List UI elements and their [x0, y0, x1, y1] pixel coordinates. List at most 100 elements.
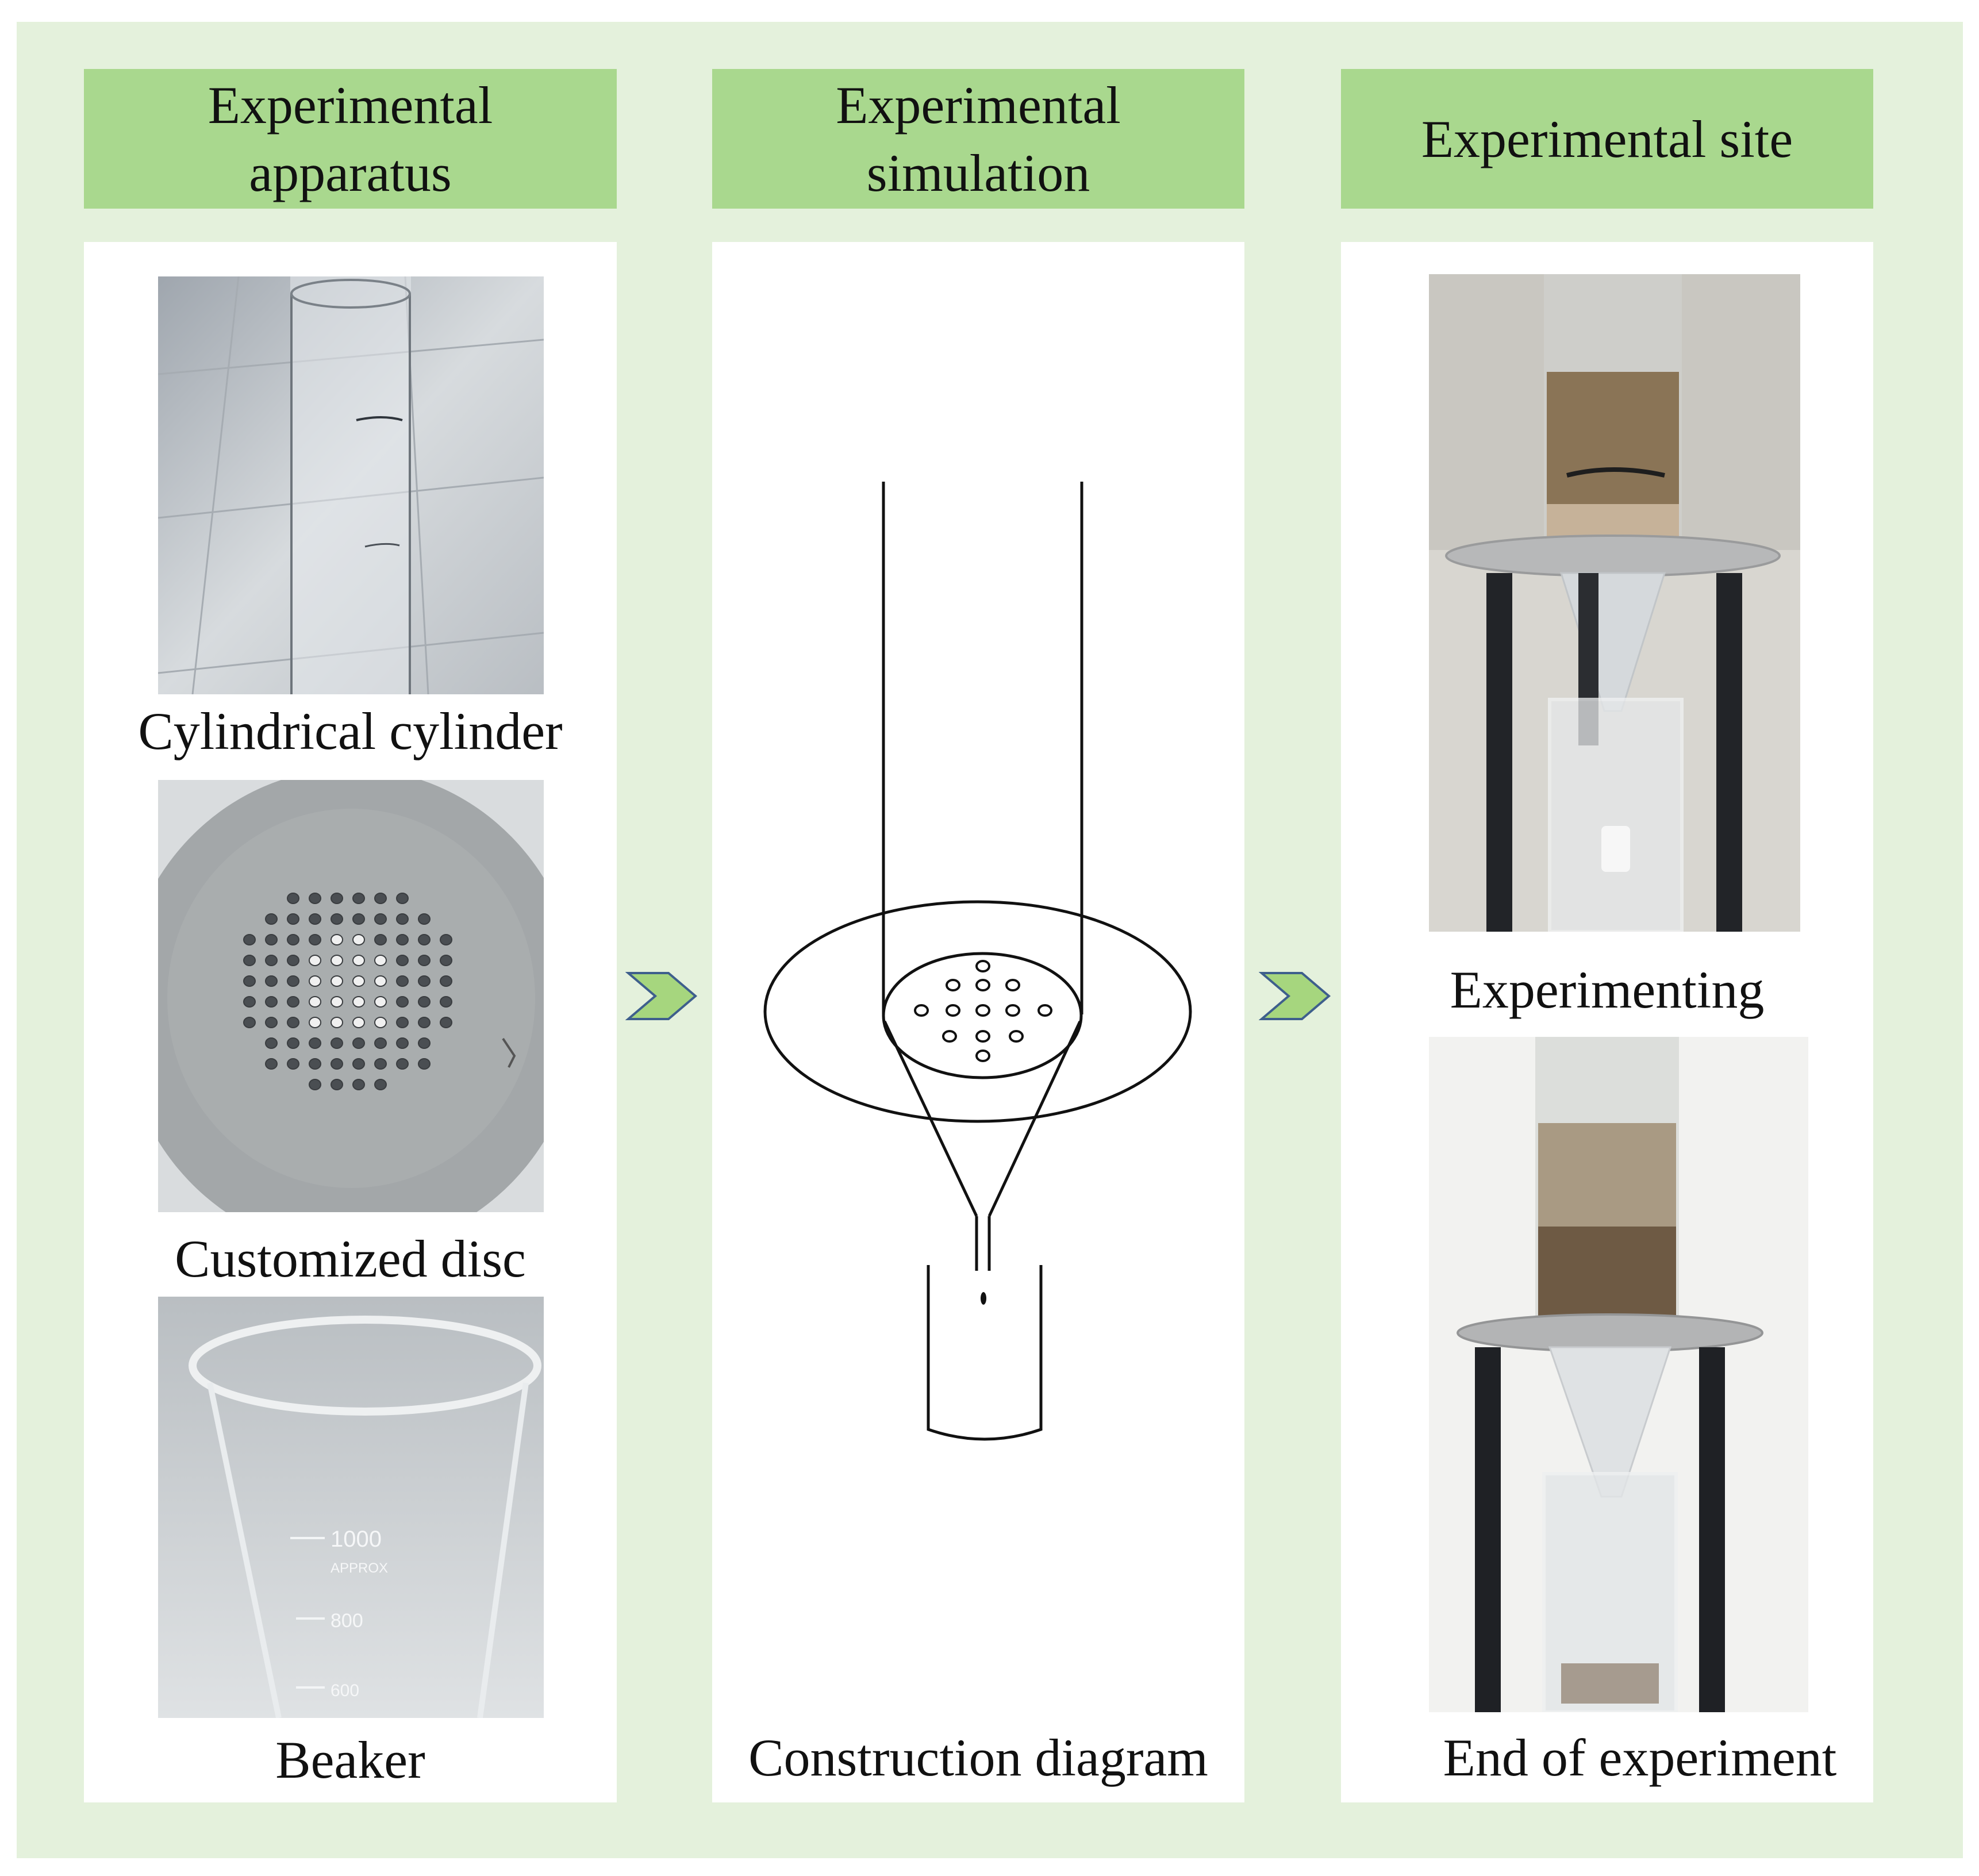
disc-hole — [287, 893, 299, 904]
disc-hole — [396, 913, 409, 925]
label-disc: Customized disc — [175, 1229, 526, 1288]
beaker-mark-600: 600 — [331, 1681, 359, 1700]
disc-hole — [374, 913, 387, 925]
disc-hole — [287, 913, 299, 925]
disc-hole — [440, 934, 452, 945]
disc-hole — [352, 1017, 365, 1028]
disc-hole — [265, 955, 278, 966]
beaker-mark-800: 800 — [331, 1610, 363, 1632]
diagram-hole — [975, 1030, 990, 1043]
disc-hole — [287, 1058, 299, 1070]
disc-hole — [331, 893, 343, 904]
disc-hole — [374, 1079, 387, 1090]
header-apparatus: Experimental apparatus — [84, 69, 617, 209]
diagram-hole — [946, 1004, 960, 1017]
disc-hole — [418, 975, 431, 987]
label-experimenting: Experimenting — [1450, 960, 1765, 1019]
disc-hole — [396, 975, 409, 987]
disc-hole — [352, 913, 365, 925]
disc-hole — [352, 1079, 365, 1090]
disc-hole — [309, 1017, 321, 1028]
diagram-hole — [946, 979, 960, 991]
disc-hole — [374, 975, 387, 987]
label-construction: Construction diagram — [748, 1728, 1208, 1787]
disc-hole — [331, 1058, 343, 1070]
disc-hole — [309, 1079, 321, 1090]
disc-hole — [265, 1017, 278, 1028]
disc-hole — [243, 955, 256, 966]
disc-hole — [331, 1037, 343, 1049]
disc-hole — [309, 1058, 321, 1070]
disc-hole — [418, 934, 431, 945]
diagram-hole — [975, 1004, 990, 1017]
disc-hole — [396, 1058, 409, 1070]
disc-hole — [287, 1037, 299, 1049]
disc-hole — [331, 975, 343, 987]
disc-hole — [352, 934, 365, 945]
disc-hole — [418, 996, 431, 1008]
disc-hole — [309, 934, 321, 945]
construction-diagram — [712, 242, 1244, 1725]
disc-hole — [287, 1017, 299, 1028]
disc-hole — [352, 955, 365, 966]
disc-hole — [331, 1017, 343, 1028]
disc-hole — [265, 975, 278, 987]
beaker-mark-1000: 1000 — [331, 1527, 382, 1552]
diagram-hole — [1005, 1004, 1020, 1017]
disc-hole — [331, 913, 343, 925]
disc-hole — [396, 934, 409, 945]
disc-hole — [396, 1037, 409, 1049]
disc-hole — [265, 913, 278, 925]
disc-hole — [396, 996, 409, 1008]
disc-hole — [309, 955, 321, 966]
disc-hole — [374, 934, 387, 945]
disc-hole — [396, 1017, 409, 1028]
disc-hole — [309, 975, 321, 987]
disc-hole — [374, 955, 387, 966]
disc-hole — [309, 1037, 321, 1049]
disc-hole — [309, 996, 321, 1008]
disc-hole — [418, 1017, 431, 1028]
diagram-hole — [975, 979, 990, 991]
disc-hole — [440, 975, 452, 987]
diagram-hole — [1005, 979, 1020, 991]
disc-hole — [352, 893, 365, 904]
disc-hole — [309, 913, 321, 925]
diagram-hole — [975, 1050, 990, 1062]
disc-hole — [265, 1058, 278, 1070]
disc-hole — [265, 996, 278, 1008]
diagram-hole — [942, 1030, 957, 1043]
header-simulation: Experimental simulation — [712, 69, 1244, 209]
disc-hole — [396, 893, 409, 904]
disc-hole — [287, 934, 299, 945]
disc-hole — [243, 996, 256, 1008]
disc-hole — [243, 975, 256, 987]
disc-hole — [331, 934, 343, 945]
disc-hole — [418, 955, 431, 966]
disc-hole — [374, 996, 387, 1008]
disc-hole — [418, 1037, 431, 1049]
chevron-right-icon — [1259, 970, 1334, 1022]
disc-hole — [396, 955, 409, 966]
cylinder-photo — [158, 276, 544, 694]
disc-hole — [352, 1037, 365, 1049]
disc-hole — [440, 996, 452, 1008]
disc-hole — [287, 955, 299, 966]
end-of-experiment-photo — [1429, 1037, 1808, 1712]
label-end-of-experiment: End of experiment — [1443, 1728, 1837, 1787]
label-cylinder: Cylindrical cylinder — [138, 702, 563, 760]
diagram-hole — [914, 1004, 929, 1017]
disc-photo — [158, 780, 544, 1212]
disc-hole — [440, 955, 452, 966]
disc-hole — [243, 1017, 256, 1028]
column-simulation — [712, 242, 1244, 1802]
disc-hole — [352, 975, 365, 987]
disc-hole — [440, 1017, 452, 1028]
experimenting-photo — [1429, 274, 1800, 932]
disc-hole — [374, 1017, 387, 1028]
beaker-mark-approx: APPROX — [331, 1560, 388, 1576]
diagram-hole — [975, 960, 990, 972]
diagram-hole — [1009, 1030, 1024, 1043]
disc-hole — [309, 893, 321, 904]
